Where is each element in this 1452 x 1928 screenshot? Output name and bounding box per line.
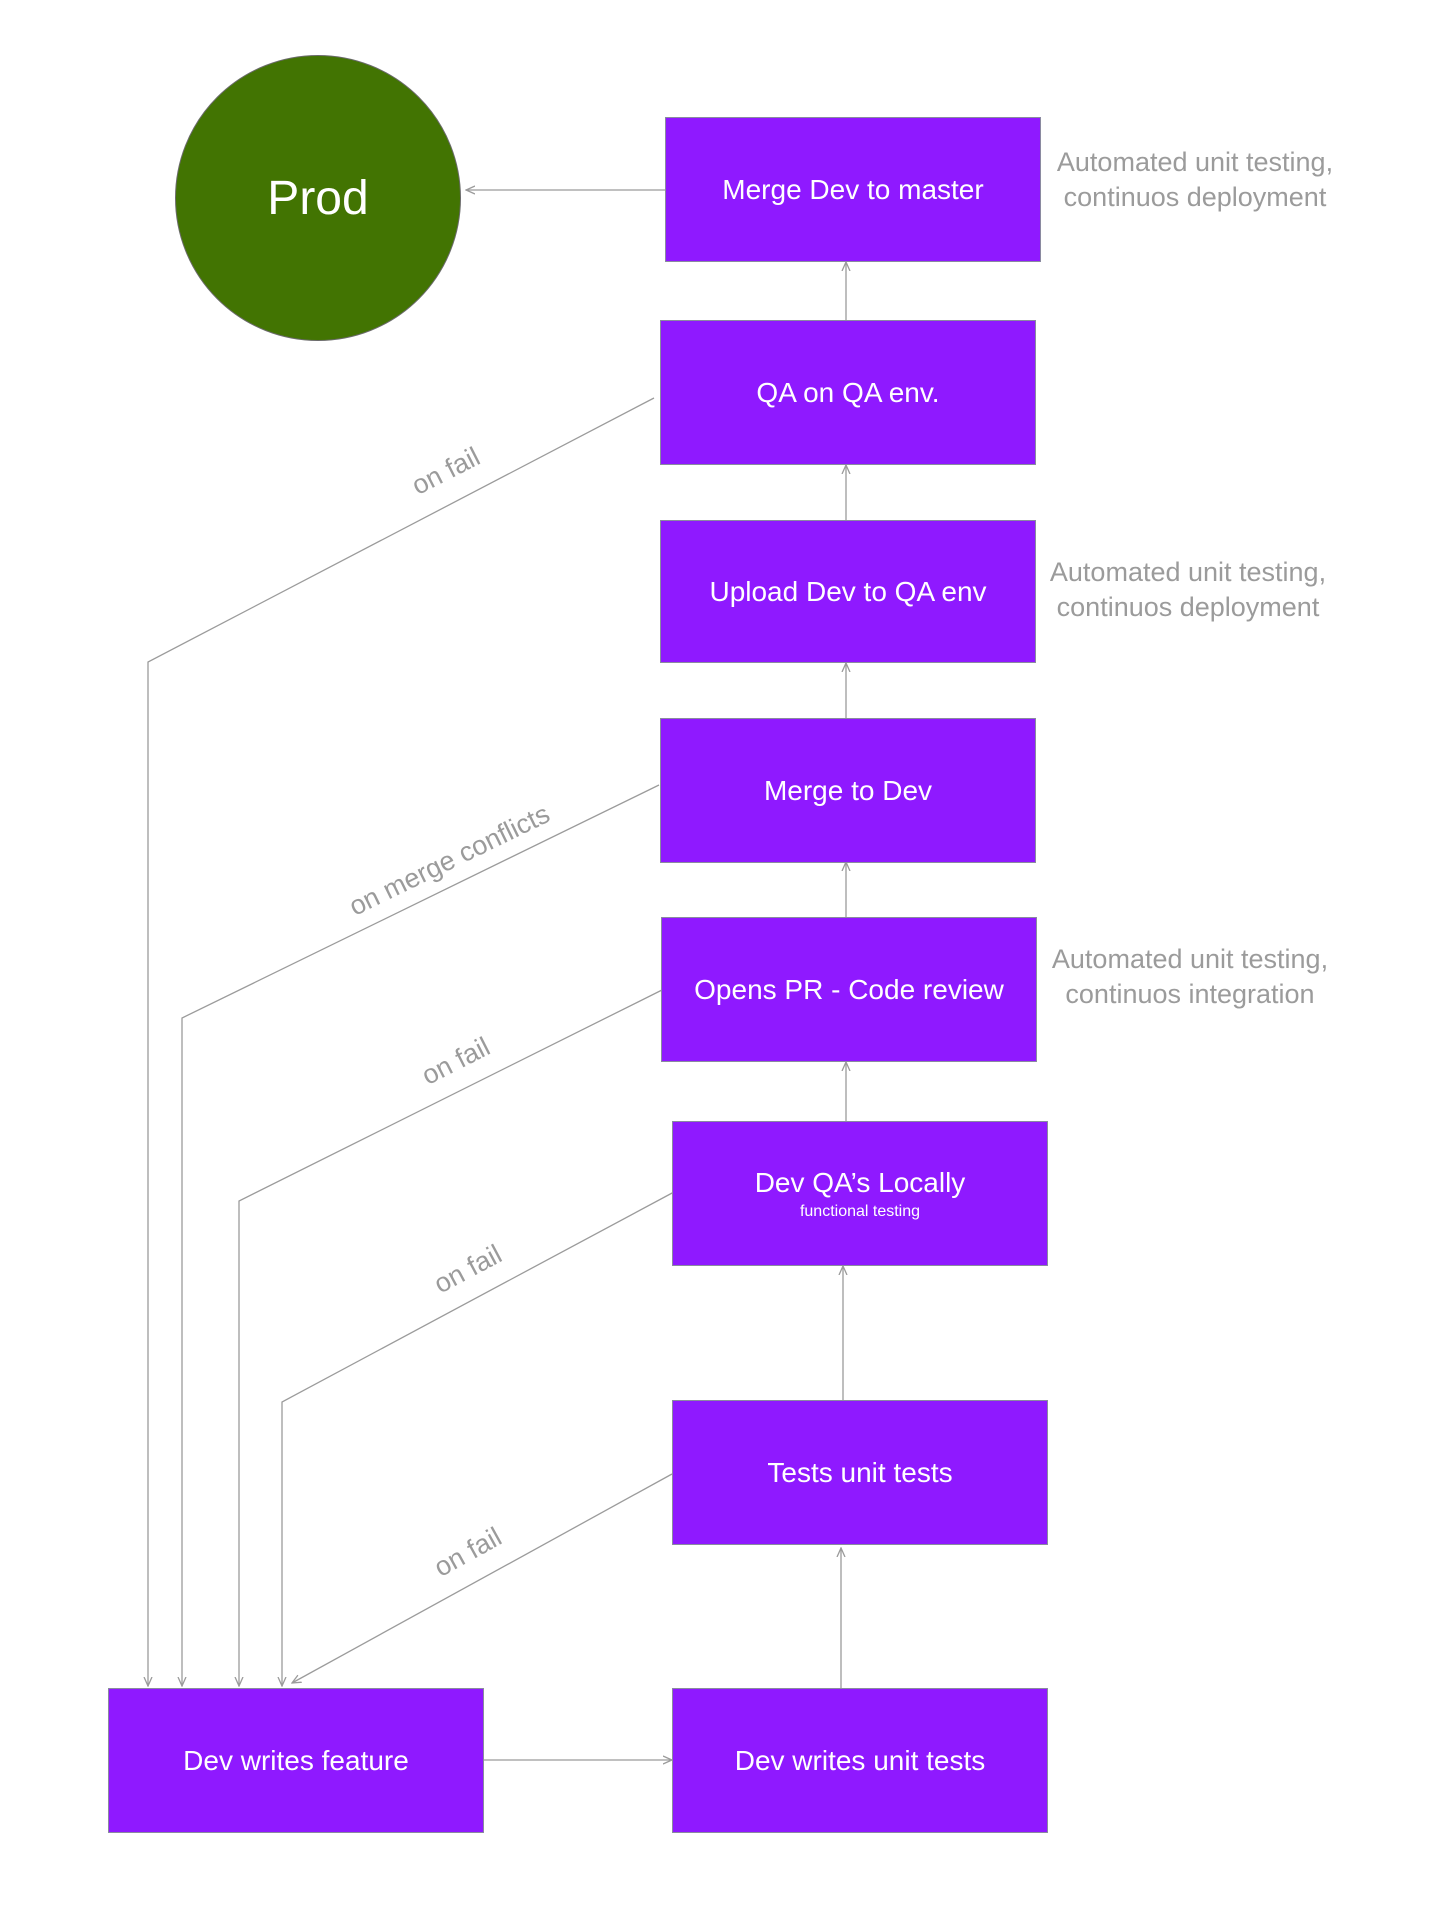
prod-node: Prod (175, 55, 461, 341)
arrow-pr-fail-loop (239, 989, 663, 1686)
merge-dev-label: Merge to Dev (763, 774, 933, 806)
arrow-tests-fail-loop (292, 1473, 673, 1683)
upload-qa-label: Upload Dev to QA env (709, 575, 987, 607)
dev-qa-local-sublabel: functional testing (799, 1202, 921, 1220)
dev-unit-tests-label: Dev writes unit tests (734, 1744, 986, 1776)
opens-pr-node: Opens PR - Code review (661, 917, 1037, 1062)
merge-dev-node: Merge to Dev (660, 718, 1036, 863)
merge-master-node: Merge Dev to master (665, 117, 1041, 262)
upload-qa-node: Upload Dev to QA env (660, 520, 1036, 663)
arrow-qa-fail-loop (148, 397, 655, 1686)
arrow-local-fail-loop (282, 1191, 675, 1686)
dev-qa-local-label: Dev QA’s Locally (754, 1167, 966, 1199)
note-opens-pr: Automated unit testing, continuos integr… (1051, 944, 1329, 1009)
dev-feature-node: Dev writes feature (108, 1688, 484, 1833)
note-upload-qa: Automated unit testing, continuos deploy… (1049, 557, 1327, 622)
tests-unit-label: Tests unit tests (767, 1456, 953, 1488)
dev-qa-local-node: Dev QA’s Locally functional testing (672, 1121, 1048, 1266)
opens-pr-label: Opens PR - Code review (694, 973, 1004, 1005)
note-merge-master: Automated unit testing, continuos deploy… (1056, 147, 1334, 212)
qa-env-node: QA on QA env. (660, 320, 1036, 465)
qa-env-label: QA on QA env. (756, 376, 940, 408)
dev-unit-tests-node: Dev writes unit tests (672, 1688, 1048, 1833)
dev-feature-label: Dev writes feature (183, 1744, 409, 1776)
arrow-merge-conflict-loop (182, 784, 660, 1686)
merge-master-label: Merge Dev to master (722, 173, 984, 205)
tests-unit-node: Tests unit tests (672, 1400, 1048, 1545)
prod-label: Prod (267, 171, 369, 225)
